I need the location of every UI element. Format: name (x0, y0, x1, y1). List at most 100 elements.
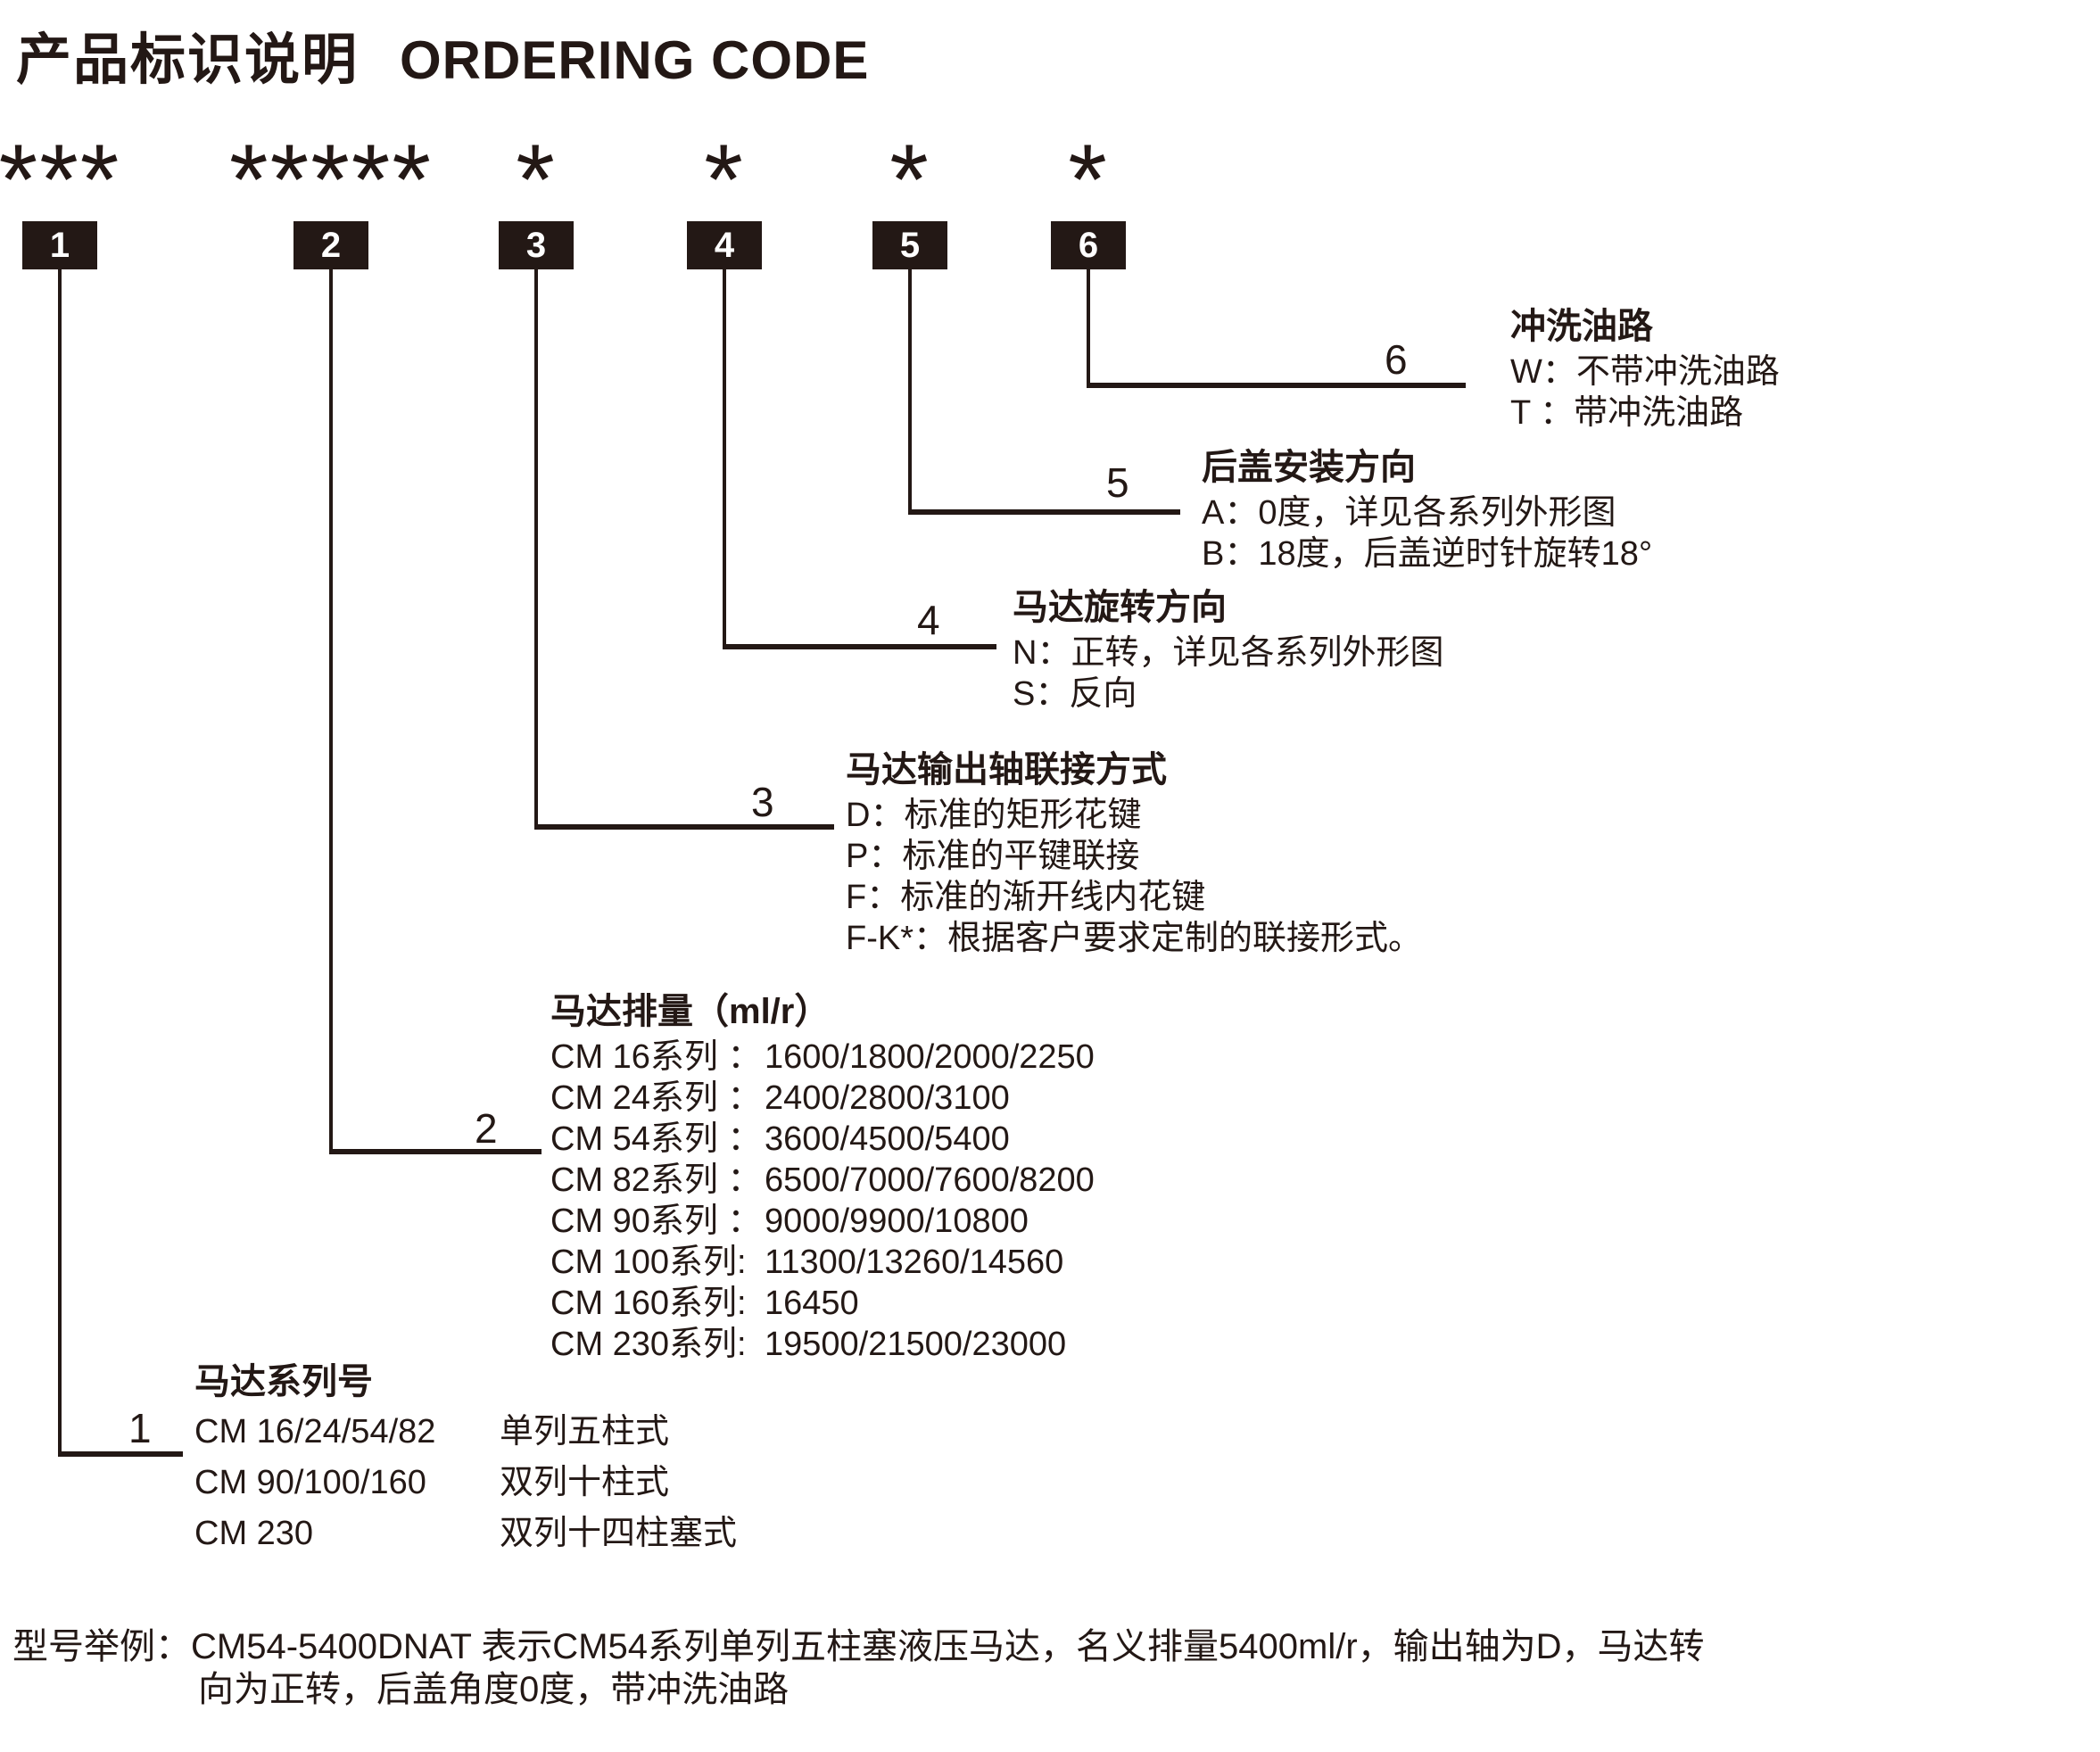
spec-row-code: W：不带冲洗油路 (1510, 353, 1780, 391)
connector-horizontal-6 (1087, 383, 1466, 388)
model-example-text1: CM54-5400DNAT 表示CM54系列单列五柱塞液压马达，名义排量5400… (191, 1627, 1705, 1666)
connector-horizontal-2 (329, 1149, 542, 1154)
page-title: 产品标识说明 ORDERING CODE (16, 14, 869, 95)
spec-row-code: CM 90/100/160 (194, 1464, 426, 1501)
spec-row-description: 16450 (765, 1285, 859, 1322)
spec-row: P：标准的平键联接 (846, 836, 1422, 877)
spec-row: CM 54系列 ：3600/4500/5400 (550, 1119, 1095, 1160)
section-rows: D：标准的矩形花键 P：标准的平键联接 F：标准的渐开线内花键 F-K*：根据客户要求… (846, 795, 1422, 959)
spec-row: CM 230 双列十四柱塞式 (194, 1508, 737, 1559)
spec-row-code: CM 24系列 ： (550, 1079, 762, 1117)
code-stars-group-5: * (889, 124, 930, 236)
section-heading: 马达系列号 (194, 1362, 373, 1401)
pointer-digit-6: 6 (1385, 336, 1408, 383)
spec-row-code: S：反向 (1013, 675, 1137, 713)
model-example-line2: 向为正转，后盖角度0度，带冲洗油路 (198, 1670, 790, 1709)
spec-row-description: 9000/9900/10800 (765, 1202, 1029, 1240)
spec-row: CM 100系列: 11300/13260/14560 (550, 1242, 1095, 1283)
pointer-digit-1: 1 (128, 1405, 152, 1451)
spec-row: D：标准的矩形花键 (846, 795, 1422, 836)
code-stars-group-1: *** (0, 124, 121, 236)
model-example-label: 型号举例： (12, 1627, 191, 1666)
spec-row-code: P：标准的平键联接 (846, 838, 1140, 875)
spec-row: B：18度，后盖逆时针旋转18° (1202, 533, 1652, 574)
spec-row: S：反向 (1013, 674, 1443, 715)
spec-row: CM 24系列 ：2400/2800/3100 (550, 1078, 1095, 1119)
spec-row: CM 82系列 ：6500/7000/7600/8200 (550, 1160, 1095, 1201)
position-box-1: 1 (22, 221, 97, 269)
section-heading: 马达旋转方向 (1013, 588, 1227, 627)
spec-row-code: CM 54系列 ： (550, 1120, 762, 1158)
connector-vertical-5 (908, 269, 912, 515)
pointer-digit-4: 4 (917, 597, 940, 643)
connector-horizontal-1 (58, 1451, 183, 1457)
spec-row-code: T ：带冲洗油路 (1510, 394, 1744, 432)
code-stars-group-3: * (516, 124, 557, 236)
spec-row-code: CM 90系列 ： (550, 1202, 762, 1240)
spec-row-code: CM 16/24/54/82 (194, 1413, 436, 1450)
spec-row: CM 230系列:19500/21500/23000 (550, 1324, 1095, 1365)
spec-row-description: 3600/4500/5400 (765, 1120, 1010, 1158)
spec-row-description: 6500/7000/7600/8200 (765, 1161, 1095, 1199)
spec-row: CM 90系列 ：9000/9900/10800 (550, 1201, 1095, 1242)
spec-row-code: F-K*：根据客户要求定制的联接形式。 (846, 920, 1423, 957)
spec-row-description: 双列十柱式 (500, 1464, 670, 1501)
position-box-2: 2 (294, 221, 368, 269)
spec-row-description: 1600/1800/2000/2250 (765, 1038, 1095, 1076)
spec-row: CM 90/100/160 双列十柱式 (194, 1458, 737, 1508)
model-example-line1: 型号举例： CM54-5400DNAT 表示CM54系列单列五柱塞液压马达，名义… (12, 1625, 1705, 1668)
connector-vertical-2 (329, 269, 333, 1154)
spec-row: T ：带冲洗油路 (1510, 393, 1780, 434)
pointer-digit-2: 2 (475, 1105, 498, 1152)
section-heading: 冲洗油路 (1510, 307, 1653, 346)
spec-row: F-K*：根据客户要求定制的联接形式。 (846, 918, 1422, 959)
code-stars-group-6: * (1068, 124, 1109, 236)
position-box-5: 5 (872, 221, 947, 269)
spec-row: W：不带冲洗油路 (1510, 351, 1780, 393)
code-stars-group-4: * (704, 124, 745, 236)
spec-row: CM 16系列 ：1600/1800/2000/2250 (550, 1037, 1095, 1078)
connector-vertical-6 (1087, 269, 1090, 388)
spec-row-code: D：标准的矩形花键 (846, 797, 1142, 834)
connector-vertical-3 (534, 269, 538, 830)
page-title-zh: 产品标识说明 (16, 29, 360, 91)
section-heading: 后盖安装方向 (1202, 448, 1416, 487)
spec-row-code: CM 230 (194, 1515, 314, 1552)
page-title-en: ORDERING CODE (400, 30, 870, 90)
connector-vertical-4 (723, 269, 726, 649)
position-box-6: 6 (1051, 221, 1126, 269)
connector-horizontal-5 (908, 509, 1180, 515)
spec-row-description: 双列十四柱塞式 (500, 1515, 738, 1552)
spec-row-code: CM 82系列 ： (550, 1161, 762, 1199)
pointer-digit-5: 5 (1106, 459, 1129, 506)
spec-row-code: N：正转，详见各系列外形图 (1013, 634, 1444, 672)
spec-row: N：正转，详见各系列外形图 (1013, 632, 1443, 674)
position-box-3: 3 (499, 221, 574, 269)
section-heading: 马达排量（ml/r） (550, 992, 831, 1031)
pointer-digit-3: 3 (751, 779, 774, 825)
spec-row: F：标准的渐开线内花键 (846, 877, 1422, 918)
spec-row-code: CM 160系列: (550, 1285, 747, 1322)
spec-row: A：0度，详见各系列外形图 (1202, 492, 1652, 533)
spec-row-description: 11300/13260/14560 (765, 1244, 1064, 1281)
spec-row-code: CM 100系列: (550, 1244, 747, 1281)
spec-row-code: B：18度，后盖逆时针旋转18° (1202, 535, 1653, 573)
spec-row-description: 19500/21500/23000 (765, 1326, 1067, 1363)
spec-row-code: F：标准的渐开线内花键 (846, 879, 1206, 916)
spec-row-code: CM 16系列 ： (550, 1038, 762, 1076)
connector-horizontal-4 (723, 644, 996, 649)
model-example: 型号举例： CM54-5400DNAT 表示CM54系列单列五柱塞液压马达，名义… (12, 1625, 1705, 1711)
